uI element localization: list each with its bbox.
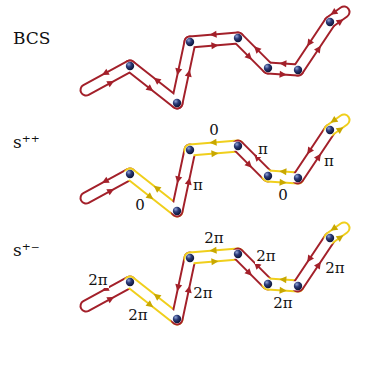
electron-dot bbox=[326, 234, 334, 242]
arrow-head bbox=[106, 81, 114, 87]
electron-dot bbox=[126, 170, 134, 178]
electron-dot bbox=[186, 254, 194, 262]
arrow-head bbox=[279, 287, 286, 294]
row-label: BCS bbox=[12, 30, 51, 47]
phase-label: π bbox=[257, 142, 269, 157]
arrow-head bbox=[336, 235, 344, 242]
arrow-head bbox=[279, 276, 286, 283]
arrow-head bbox=[102, 69, 110, 75]
arrow-head bbox=[307, 39, 314, 47]
electron-dot bbox=[126, 278, 134, 286]
arrow-head bbox=[211, 42, 218, 49]
arrow-head bbox=[245, 52, 252, 59]
arrow-head bbox=[307, 255, 314, 263]
phase-label: 0 bbox=[277, 188, 289, 203]
electron-dot bbox=[234, 142, 242, 150]
arrow-head bbox=[245, 160, 252, 167]
electron-dot bbox=[294, 174, 302, 182]
arrow-head bbox=[146, 84, 154, 91]
arrow-head bbox=[279, 71, 286, 78]
arrow-head bbox=[154, 78, 162, 85]
arrow-head bbox=[279, 60, 286, 67]
arrow-head bbox=[331, 116, 339, 123]
arrow-head bbox=[146, 300, 154, 307]
phase-label: π bbox=[323, 154, 335, 169]
phase-label: 0 bbox=[208, 123, 220, 138]
arrow-head bbox=[331, 8, 339, 15]
arrow-head bbox=[211, 258, 218, 265]
electron-dot bbox=[234, 34, 242, 42]
arrow-head bbox=[210, 31, 217, 38]
arrow-head bbox=[331, 224, 339, 231]
electron-dot bbox=[186, 38, 194, 46]
arrow-head bbox=[314, 262, 321, 270]
arrow-head bbox=[245, 268, 252, 275]
phase-label: 2π bbox=[272, 296, 293, 311]
arrow-head bbox=[254, 46, 261, 53]
ribbon-inner bbox=[86, 228, 344, 319]
electron-dot bbox=[264, 172, 272, 180]
electron-dot bbox=[294, 66, 302, 74]
arrow-head bbox=[102, 177, 110, 183]
ribbon-inner bbox=[86, 12, 344, 103]
arrow-head bbox=[211, 150, 218, 157]
electron-dot bbox=[326, 18, 334, 26]
electron-dot bbox=[173, 315, 181, 323]
electron-dot bbox=[126, 62, 134, 70]
electron-dot bbox=[186, 146, 194, 154]
arrow-head bbox=[185, 178, 192, 186]
arrow-head bbox=[279, 168, 286, 175]
arrow-head bbox=[210, 247, 217, 254]
electron-dot bbox=[264, 280, 272, 288]
arrow-head bbox=[106, 189, 114, 195]
arrow-head bbox=[185, 70, 192, 78]
arrow-head bbox=[154, 294, 162, 301]
arrow-head bbox=[279, 179, 286, 186]
arrow-head bbox=[336, 19, 344, 26]
pair-chain bbox=[86, 224, 344, 323]
ribbon-inner bbox=[86, 120, 344, 211]
electron-dot bbox=[294, 282, 302, 290]
phase-label: π bbox=[192, 178, 204, 193]
arrow-head bbox=[175, 176, 182, 184]
phase-label: 2π bbox=[255, 249, 276, 264]
arrow-head bbox=[336, 127, 344, 134]
arrow-head bbox=[106, 297, 114, 303]
arrow-head bbox=[185, 286, 192, 294]
arrow-head bbox=[210, 139, 217, 146]
phase-label: 2π bbox=[192, 286, 213, 301]
phase-label: 2π bbox=[127, 308, 148, 323]
arrow-head bbox=[146, 192, 154, 199]
arrow-head bbox=[307, 147, 314, 155]
electron-dot bbox=[173, 207, 181, 215]
arrow-head bbox=[175, 68, 182, 76]
phase-label: 2π bbox=[203, 231, 224, 246]
row-label: s⁺⁺ bbox=[12, 134, 41, 151]
phase-label: 2π bbox=[87, 273, 108, 288]
electron-dot bbox=[173, 99, 181, 107]
pair-chain bbox=[86, 116, 344, 215]
electron-dot bbox=[326, 126, 334, 134]
arrow-head bbox=[314, 154, 321, 162]
pair-chain bbox=[86, 8, 344, 107]
arrow-head bbox=[314, 46, 321, 54]
electron-dot bbox=[234, 250, 242, 258]
electron-dot bbox=[264, 64, 272, 72]
arrow-head bbox=[154, 186, 162, 193]
phase-label: 2π bbox=[324, 261, 345, 276]
row-label: s⁺⁻ bbox=[12, 242, 41, 259]
phase-label: 0 bbox=[134, 198, 146, 213]
arrow-head bbox=[175, 284, 182, 292]
